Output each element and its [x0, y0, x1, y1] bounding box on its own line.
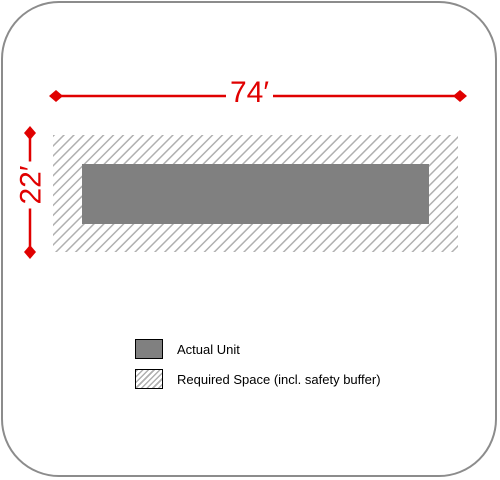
height-top-endpoint [24, 126, 36, 140]
legend-label-required: Required Space (incl. safety buffer) [177, 371, 381, 387]
height-dimension-label: 22′ [15, 161, 48, 209]
width-dimension-label: 74′ [226, 78, 273, 108]
legend-item-actual: Actual Unit [135, 338, 381, 360]
width-left-endpoint [49, 90, 63, 102]
legend-swatch-actual [135, 339, 163, 359]
height-bottom-endpoint [24, 245, 36, 259]
legend-label-actual: Actual Unit [177, 341, 240, 357]
actual-unit-block [82, 164, 429, 224]
legend-item-required: Required Space (incl. safety buffer) [135, 368, 381, 390]
legend-swatch-required [135, 369, 163, 389]
width-right-endpoint [453, 90, 467, 102]
legend: Actual Unit Required Space (incl. safety… [135, 338, 381, 398]
